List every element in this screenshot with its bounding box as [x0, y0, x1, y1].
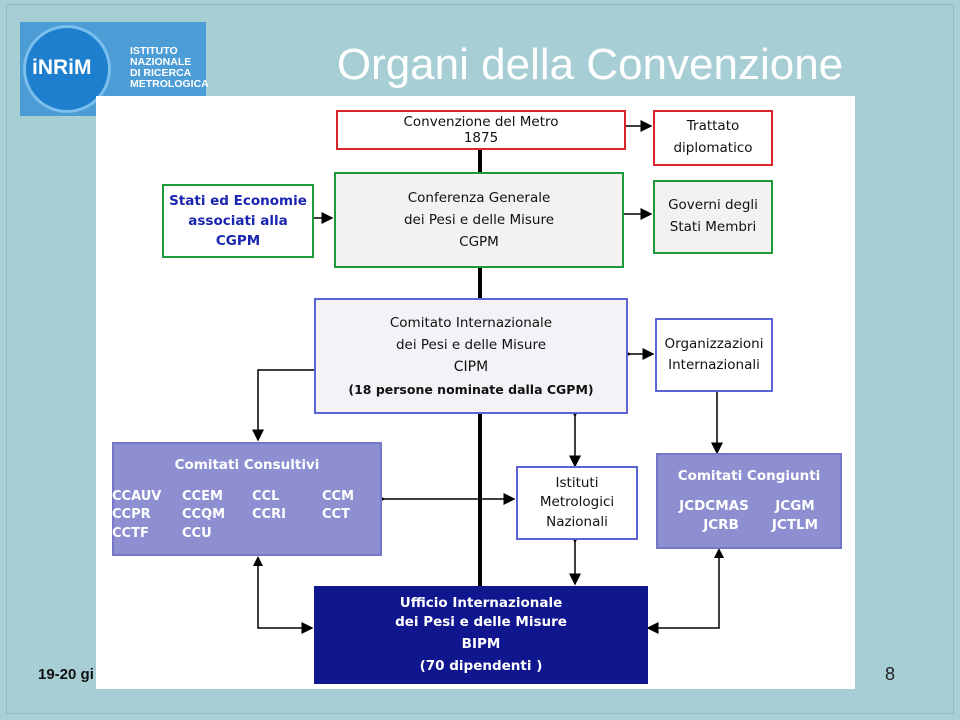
box-line: Convenzione del Metro	[403, 113, 559, 130]
bipm-box: Ufficio Internazionale dei Pesi e delle …	[314, 586, 648, 684]
conferenza-box: Conferenza Generale dei Pesi e delle Mis…	[334, 172, 624, 268]
committee-code: JCDCMAS	[679, 497, 749, 514]
logo-line: DI RICERCA	[130, 67, 192, 79]
box-line: 1875	[463, 130, 499, 146]
stati-box: Stati ed Economie associati alla CGPM	[162, 184, 314, 258]
box-line: associati alla	[188, 212, 288, 229]
box-line: diplomatico	[673, 140, 753, 156]
committee-code: CCEM	[182, 488, 223, 504]
committee-code: CCPR	[112, 507, 151, 523]
committee-code: CCU	[182, 526, 212, 542]
consultivi-codes: CCAUV CCEM CCL CCM CCPR CCQM CCRI CCT CC…	[112, 488, 382, 545]
organizzazioni-box: Organizzazioni Internazionali	[655, 318, 773, 392]
box-line: (18 persone nominate dalla CGPM)	[348, 381, 594, 397]
congiunti-box: Comitati Congiunti JCDCMAS JCGM JCRB JCT…	[656, 453, 842, 549]
box-line: Ufficio Internazionale	[399, 594, 563, 611]
box-line: Stati Membri	[669, 219, 757, 235]
box-line: (70 dipendenti )	[419, 657, 543, 674]
box-line: Comitato Internazionale	[389, 314, 553, 331]
congiunti-title: Comitati Congiunti	[677, 468, 821, 484]
convenzione-box: Convenzione del Metro 1875	[336, 110, 626, 150]
box-line: Governi degli	[668, 197, 758, 214]
committee-code: JCGM	[775, 497, 815, 514]
box-line: Istituti	[555, 474, 599, 491]
consultivi-box: Comitati Consultivi CCAUV CCEM CCL CCM C…	[112, 442, 382, 556]
box-line: Stati ed Economie	[169, 192, 307, 209]
committee-code: CCM	[322, 488, 355, 504]
committee-code: JCRB	[703, 517, 739, 534]
box-line: dei Pesi e delle Misure	[395, 614, 567, 631]
committee-code: CCTF	[112, 526, 149, 542]
logo-institute-name: ISTITUTO NAZIONALE DI RICERCA METROLOGIC…	[130, 45, 209, 90]
committee-code	[252, 525, 322, 544]
footer-date: 19-20 gi	[38, 666, 94, 683]
box-line: CIPM	[453, 359, 489, 376]
comitato-box: Comitato Internazionale dei Pesi e delle…	[314, 298, 628, 414]
box-line: Organizzazioni	[664, 336, 764, 353]
committee-code: CCRI	[252, 507, 286, 523]
box-line: Metrologici	[539, 494, 615, 511]
governi-box: Governi degli Stati Membri	[653, 180, 773, 254]
connector	[257, 558, 314, 634]
trattato-box: Trattato diplomatico	[653, 110, 773, 166]
consultivi-title: Comitati Consultivi	[174, 457, 320, 473]
congiunti-codes: JCDCMAS JCGM JCRB JCTLM	[668, 497, 830, 536]
box-line: Trattato	[686, 118, 740, 135]
box-line: CGPM	[459, 234, 499, 251]
arrowhead	[714, 548, 724, 558]
organization-diagram: Convenzione del Metro 1875 Trattato dipl…	[96, 96, 855, 689]
istituti-box: Istituti Metrologici Nazionali	[516, 466, 638, 540]
committee-code	[322, 525, 382, 544]
box-line: CGPM	[215, 233, 261, 250]
logo-word: iNRiM	[32, 56, 92, 79]
arrowhead	[253, 556, 263, 566]
logo-line: ISTITUTO	[130, 45, 178, 57]
committee-code: CCT	[322, 507, 350, 523]
box-line: Nazionali	[546, 513, 608, 530]
committee-code: JCTLM	[771, 517, 819, 534]
slide-title: Organi della Convenzione	[336, 40, 844, 89]
committee-code: CCQM	[182, 507, 226, 523]
committee-code: CCL	[252, 488, 280, 504]
connector	[646, 550, 720, 634]
committee-code: CCAUV	[112, 488, 162, 504]
box-line: Internazionali	[668, 357, 760, 373]
page-number: 8	[885, 664, 896, 684]
connector	[252, 369, 314, 442]
logo-line: NAZIONALE	[130, 56, 192, 68]
logo-line: METROLOGICA	[130, 78, 209, 90]
box-line: dei Pesi e delle Misure	[395, 337, 547, 354]
box-line: BIPM	[461, 636, 501, 652]
box-line: Conferenza Generale	[407, 189, 551, 206]
box-line: dei Pesi e delle Misure	[403, 211, 555, 228]
